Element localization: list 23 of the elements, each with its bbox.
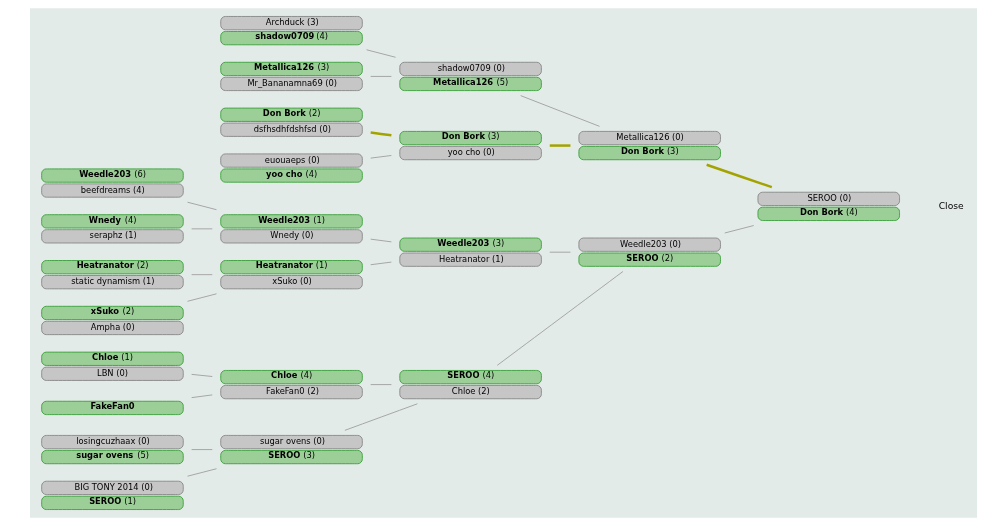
connector bbox=[549, 144, 571, 147]
connector bbox=[370, 384, 392, 385]
connector bbox=[191, 449, 213, 450]
connector bbox=[191, 394, 213, 399]
connector bbox=[187, 201, 217, 211]
connector bbox=[370, 131, 392, 137]
connector bbox=[549, 251, 571, 253]
connector bbox=[191, 373, 213, 377]
connector bbox=[187, 468, 217, 477]
connector bbox=[370, 155, 392, 159]
connector bbox=[187, 293, 217, 302]
connector bbox=[370, 76, 392, 77]
connector bbox=[344, 403, 418, 431]
connector bbox=[520, 95, 600, 127]
connector bbox=[191, 274, 213, 276]
connector bbox=[724, 225, 755, 234]
connector bbox=[370, 261, 392, 266]
connector bbox=[706, 163, 773, 189]
connector bbox=[366, 49, 396, 58]
connector bbox=[496, 271, 624, 366]
connector bbox=[370, 238, 392, 243]
connector bbox=[191, 228, 213, 230]
label: Close bbox=[938, 199, 964, 211]
